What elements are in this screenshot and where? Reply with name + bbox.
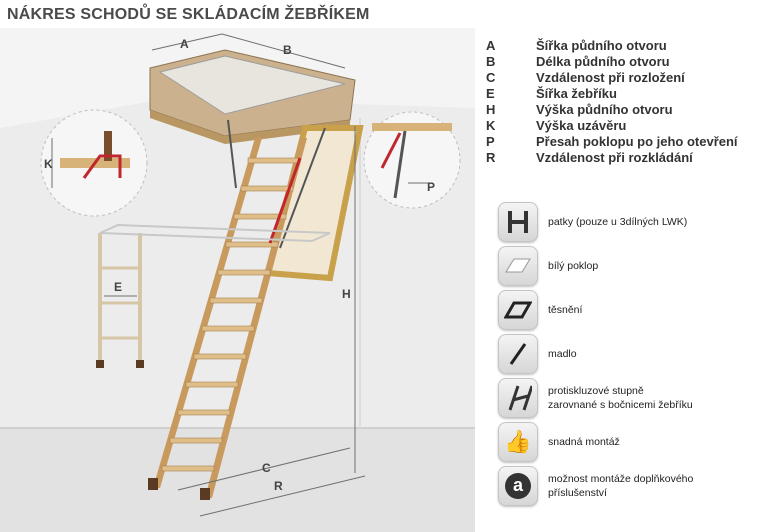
detail-circle-K: K	[40, 109, 148, 217]
ladder-left-rail	[153, 138, 262, 488]
label-B: B	[283, 43, 292, 57]
label-P: P	[427, 180, 435, 194]
side-ladder	[96, 223, 331, 368]
page-title: NÁKRES SCHODŮ SE SKLÁDACÍM ŽEBŘÍKEM	[7, 6, 370, 23]
stair-diagram: A B E H C R	[0, 28, 475, 532]
feature-item: bílý poklop	[498, 244, 768, 288]
label-E: E	[114, 280, 122, 294]
accessory-a-icon: a	[498, 466, 538, 506]
handrail-icon	[498, 334, 538, 374]
handrail	[268, 157, 302, 244]
label-A: A	[180, 37, 189, 51]
feature-item: 👍 snadná montáž	[498, 420, 768, 464]
label-K: K	[44, 157, 53, 171]
thumbs-up-icon: 👍	[498, 422, 538, 462]
ladder-right-rail	[205, 138, 307, 498]
floor	[0, 428, 475, 532]
detail-circle-P: P	[363, 111, 461, 209]
anti-slip-step-icon	[498, 378, 538, 418]
white-hatch-icon	[498, 246, 538, 286]
label-C: C	[262, 461, 271, 475]
label-R: R	[274, 479, 283, 493]
feature-list: patky (pouze u 3dílných LWK) bílý poklop…	[498, 200, 768, 508]
feet-icon	[498, 202, 538, 242]
feature-item: patky (pouze u 3dílných LWK)	[498, 200, 768, 244]
ladder-steps	[161, 157, 301, 472]
label-H: H	[342, 287, 351, 301]
feature-item: těsnění	[498, 288, 768, 332]
seal-icon	[498, 290, 538, 330]
feature-item: madlo	[498, 332, 768, 376]
